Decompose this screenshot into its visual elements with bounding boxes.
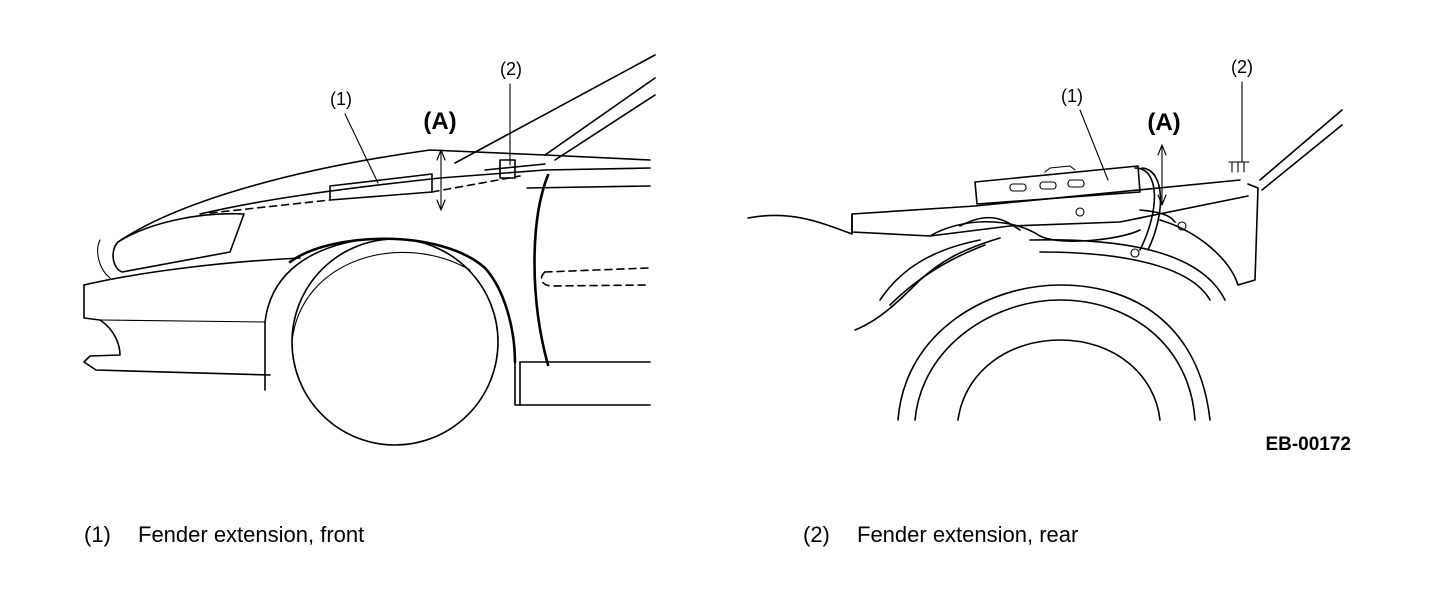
left-callout-2: (2)	[500, 59, 522, 79]
legend-item-1-number: (1)	[84, 522, 111, 547]
figure-code: EB-00172	[1265, 434, 1351, 455]
legend-item-2-number: (2)	[803, 522, 830, 547]
right-callout-2: (2)	[1231, 57, 1253, 77]
left-view-car-drawing	[83, 54, 656, 446]
legend-item-2-text: Fender extension, rear	[857, 522, 1079, 547]
right-callout-1: (1)	[1061, 86, 1083, 106]
right-dimension-a: (A)	[1147, 109, 1180, 136]
left-dimension-a: (A)	[423, 108, 456, 135]
legend-item-1-text: Fender extension, front	[138, 522, 365, 547]
right-view-fender-drawing	[747, 81, 1343, 421]
legend-item-2: (2) Fender extension, rear	[803, 522, 1078, 548]
left-callout-1: (1)	[330, 89, 352, 109]
legend-item-1: (1) Fender extension, front	[84, 522, 364, 548]
